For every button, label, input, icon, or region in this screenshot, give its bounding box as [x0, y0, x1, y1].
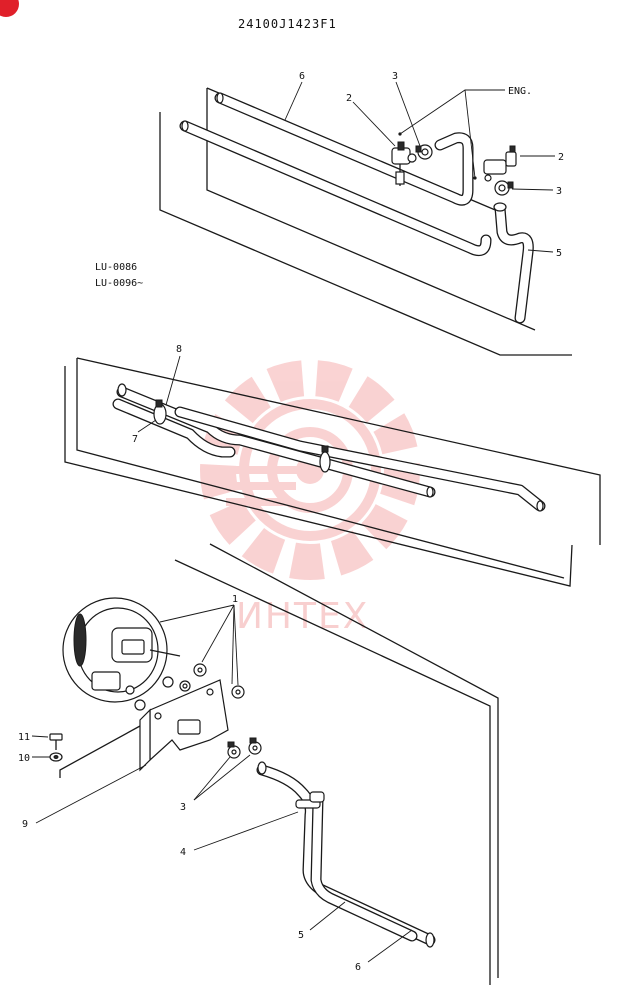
- callout-6-top: 6: [299, 71, 305, 82]
- corner-badge: [0, 0, 19, 17]
- callout-1: 1: [232, 594, 238, 605]
- callout-5-bottom: 5: [298, 930, 304, 941]
- callout-7: 7: [132, 434, 138, 445]
- clamp-3-right: [494, 180, 514, 196]
- callout-4: 4: [180, 847, 186, 858]
- callout-3-right: 3: [556, 186, 562, 197]
- serial-range-line-1: LU-0086: [95, 262, 137, 273]
- bracket-9: [139, 679, 229, 772]
- hoses-bottom: [256, 761, 436, 948]
- callout-6-bottom: 6: [355, 962, 361, 973]
- serial-range-line-2: LU-0096~: [95, 278, 143, 289]
- drawing-code: 24100J1423F1: [238, 17, 337, 31]
- callout-5-top: 5: [556, 248, 562, 259]
- section-middle: 8 7: [64, 344, 601, 587]
- watermark-gear-logo: [200, 360, 420, 580]
- clamp-mid: [319, 445, 331, 473]
- callout-11: 11: [18, 732, 30, 743]
- section-bottom: 1 11 10 9 3: [18, 543, 499, 985]
- callout-8: 8: [176, 344, 182, 355]
- callout-9: 9: [22, 819, 28, 830]
- clamp-3-left: [415, 144, 433, 160]
- electric-pump: [62, 597, 181, 703]
- valve-2-right: [483, 145, 517, 182]
- callout-3-left: 3: [392, 71, 398, 82]
- valve-2-left: [391, 141, 417, 186]
- callout-10: 10: [18, 753, 30, 764]
- nuts-1: [134, 663, 245, 711]
- pipe-assembly-middle: [112, 383, 546, 512]
- bolt-11: [49, 733, 63, 750]
- hose-5-top: [493, 202, 534, 324]
- clamp-8: [153, 399, 167, 425]
- clamps-3: [227, 737, 262, 759]
- hose-6-top: [179, 92, 492, 257]
- washer-10: [49, 752, 63, 762]
- section-top: ENG. 6 2 3 2 3 5: [159, 71, 572, 356]
- engine-label: ENG.: [508, 86, 532, 97]
- callout-2-right: 2: [558, 152, 564, 163]
- watermark-text: ИНТЕХ: [236, 596, 369, 637]
- callout-2-left: 2: [346, 93, 352, 104]
- callout-3-bottom: 3: [180, 802, 186, 813]
